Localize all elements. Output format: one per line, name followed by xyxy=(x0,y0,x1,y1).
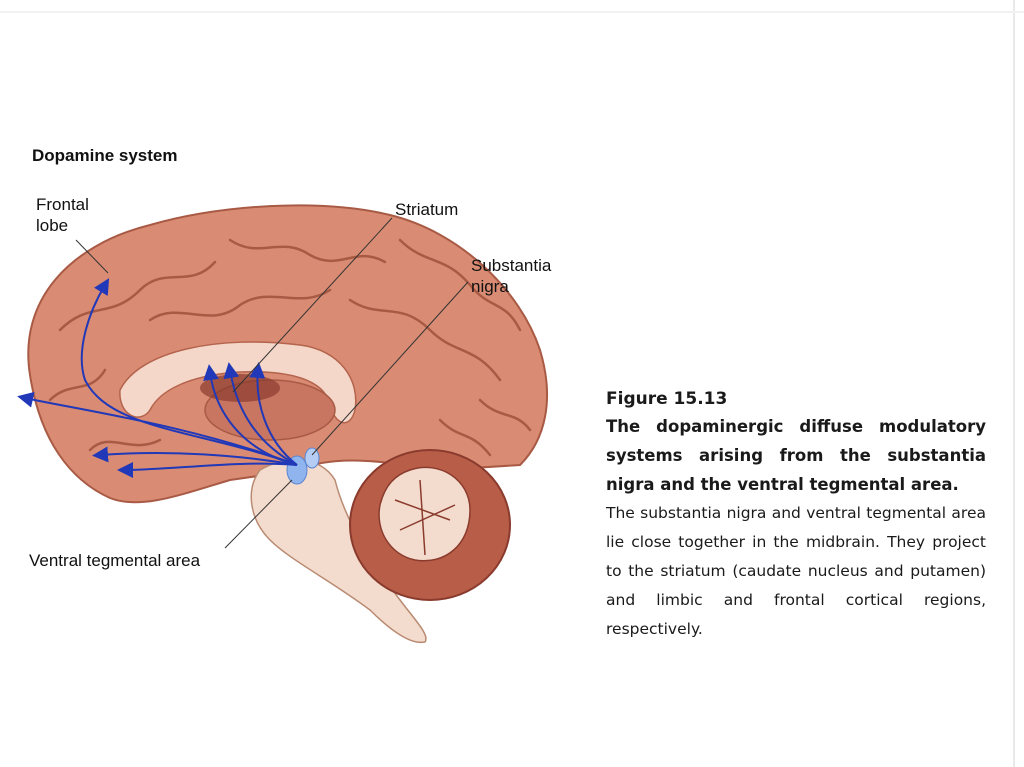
label-substantia-nigra: Substantia nigra xyxy=(471,256,552,296)
label-frontal-lobe: Frontal lobe xyxy=(36,195,89,235)
label-ventral-tegmental-area: Ventral tegmental area xyxy=(29,551,201,570)
leader-lines xyxy=(75,217,469,549)
dopamine-pathways xyxy=(17,278,298,478)
figure-caption: Figure 15.13 The dopaminergic diffuse mo… xyxy=(606,387,986,644)
substantia-nigra-nucleus xyxy=(304,447,320,469)
label-striatum: Striatum xyxy=(395,200,459,219)
gyri-folds xyxy=(48,238,532,457)
cerebellum-arbor xyxy=(378,466,471,562)
caption-figure-number: Figure 15.13 xyxy=(606,389,728,409)
cerebellum-folia xyxy=(394,479,456,556)
striatum-region xyxy=(200,374,280,402)
figure-heading: Dopamine system xyxy=(32,146,178,165)
caption-bold-text: The dopaminergic diffuse modulatory syst… xyxy=(606,417,986,494)
caption-body-text: The substantia nigra and ventral tegment… xyxy=(606,504,986,638)
brainstem xyxy=(250,459,427,644)
